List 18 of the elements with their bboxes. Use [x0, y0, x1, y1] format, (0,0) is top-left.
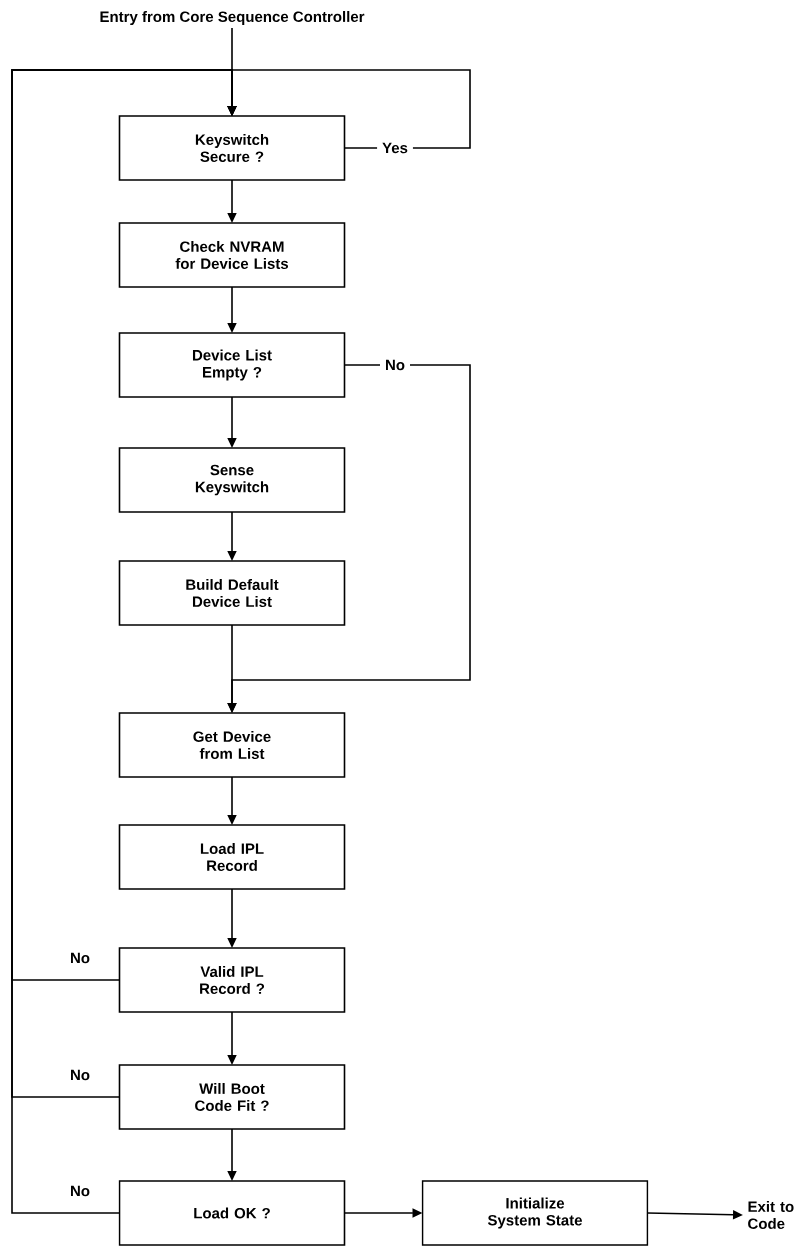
- process-box: Sense Keyswitch: [118, 447, 346, 513]
- process-box: Keyswitch Secure ?: [118, 115, 346, 181]
- edge-label: No: [71, 1185, 90, 1197]
- edge-label: No: [380, 354, 410, 376]
- process-box: Initialize System State: [421, 1180, 649, 1246]
- process-box: Load OK ?: [118, 1180, 346, 1246]
- edge-label: No: [71, 1069, 90, 1081]
- process-box: Will Boot Code Fit ?: [118, 1064, 346, 1130]
- edge-label: No: [71, 952, 90, 964]
- process-box: Valid IPL Record ?: [118, 947, 346, 1013]
- process-box: Build Default Device List: [118, 560, 346, 626]
- process-box: Load IPL Record: [118, 824, 346, 890]
- terminal-text: Exit to Code: [748, 1201, 794, 1229]
- process-box: Get Device from List: [118, 712, 346, 778]
- process-box: Device List Empty ?: [118, 332, 346, 398]
- process-box: Check NVRAM for Device Lists: [118, 222, 346, 288]
- terminal-text: Entry from Core Sequence Controller: [100, 11, 365, 25]
- edge-label: Yes: [377, 137, 413, 159]
